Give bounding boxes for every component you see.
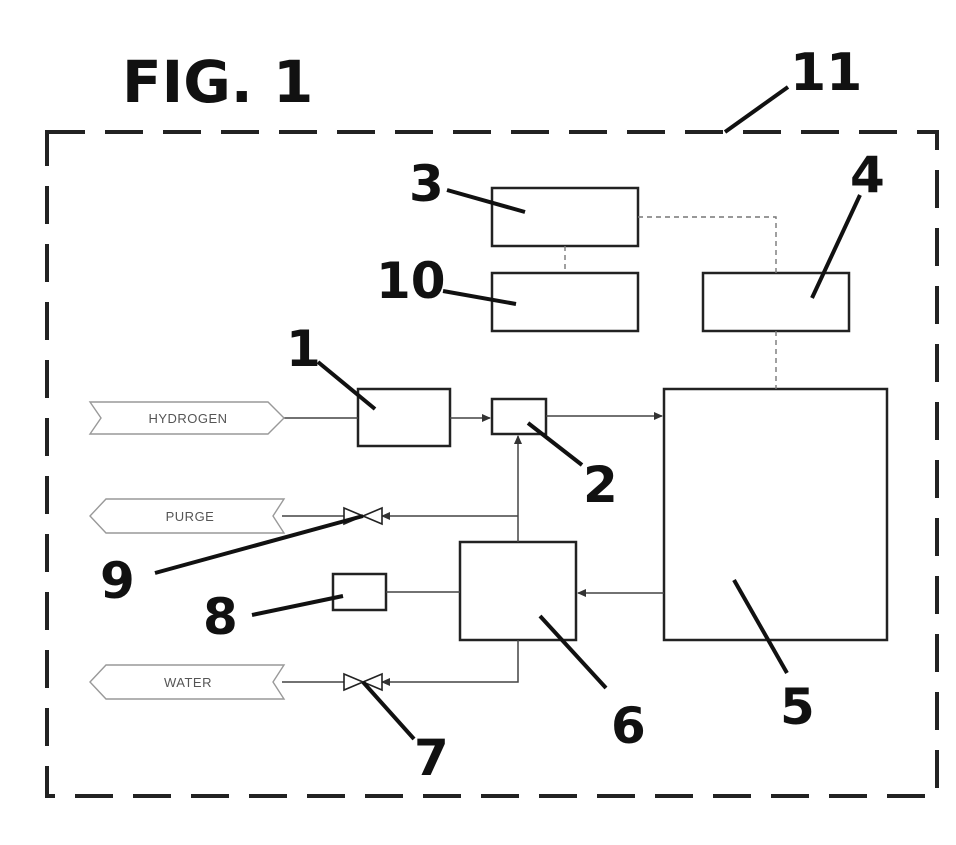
leader-line-7 (363, 682, 414, 739)
label-11: 11 (790, 43, 862, 103)
label-4: 4 (850, 146, 885, 204)
label-2: 2 (583, 456, 618, 514)
water-return-line (382, 640, 518, 682)
component-4-box (703, 273, 849, 331)
label-5: 5 (780, 678, 815, 736)
water-stream-label: WATER (164, 675, 212, 690)
leader-line-8 (252, 596, 343, 615)
leader-line-2 (528, 423, 582, 465)
label-7: 7 (414, 729, 449, 787)
figure-title: FIG. 1 (122, 48, 313, 116)
label-8: 8 (203, 588, 238, 646)
signal-line-3-4 (638, 217, 776, 273)
component-6-box (460, 542, 576, 640)
label-1: 1 (286, 320, 321, 378)
leader-line-11 (725, 87, 788, 132)
purge-stream-label: PURGE (166, 509, 215, 524)
leader-line-1 (318, 362, 375, 409)
label-10: 10 (376, 252, 446, 310)
component-1-box (358, 389, 450, 446)
component-5-box (664, 389, 887, 640)
component-3-box (492, 188, 638, 246)
component-8-box (333, 574, 386, 610)
label-9: 9 (100, 552, 135, 610)
hydrogen-stream-label: HYDROGEN (148, 411, 227, 426)
label-6: 6 (611, 697, 646, 755)
label-3: 3 (409, 155, 444, 213)
